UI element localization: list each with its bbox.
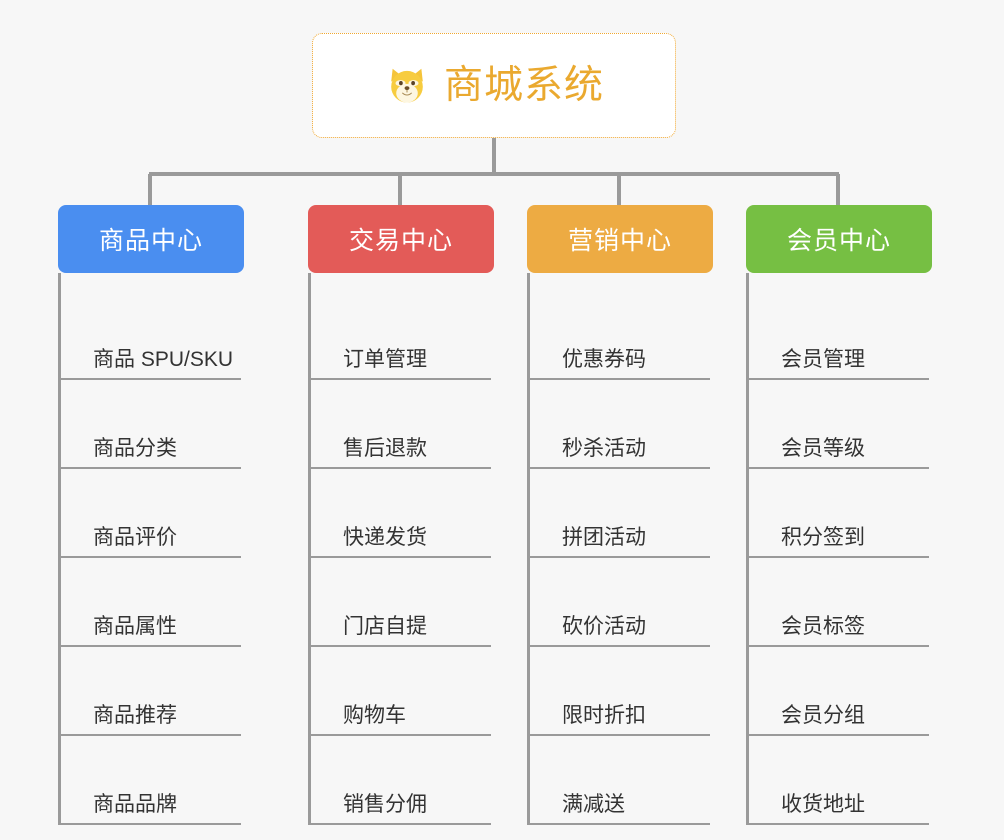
branch-header-marketing[interactable]: 营销中心	[527, 205, 713, 273]
leaf-item-label: 满减送	[562, 792, 625, 816]
shiba-dog-face-icon	[391, 68, 423, 103]
leaf-item-label: 快递发货	[343, 525, 427, 549]
branch-items-product: 商品 SPU/SKU 商品分类 商品评价 商品属性 商品推荐 商品品牌	[58, 273, 241, 825]
leaf-item-label: 商品属性	[93, 614, 177, 638]
branch-header-label: 营销中心	[567, 227, 672, 255]
leaf-item-label: 拼团活动	[562, 525, 646, 549]
leaf-item[interactable]: 收货地址	[749, 736, 929, 825]
leaf-item[interactable]: 限时折扣	[530, 647, 710, 736]
leaf-item[interactable]: 商品品牌	[61, 736, 241, 825]
leaf-item[interactable]: 秒杀活动	[530, 380, 710, 469]
leaf-item[interactable]: 订单管理	[311, 291, 491, 380]
leaf-item-label: 订单管理	[343, 347, 427, 371]
leaf-item[interactable]: 会员等级	[749, 380, 929, 469]
leaf-item-label: 会员分组	[781, 703, 865, 727]
branch-header-product[interactable]: 商品中心	[58, 205, 244, 273]
branch-header-label: 交易中心	[348, 227, 453, 255]
leaf-item-label: 商品推荐	[93, 703, 177, 727]
leaf-item[interactable]: 会员标签	[749, 558, 929, 647]
root-title: 商城系统	[443, 64, 604, 107]
leaf-item[interactable]: 门店自提	[311, 558, 491, 647]
leaf-item[interactable]: 商品评价	[61, 469, 241, 558]
leaf-item-label: 秒杀活动	[562, 436, 646, 460]
leaf-item[interactable]: 商品推荐	[61, 647, 241, 736]
leaf-item[interactable]: 售后退款	[311, 380, 491, 469]
leaf-item-label: 销售分佣	[343, 792, 427, 816]
leaf-item[interactable]: 拼团活动	[530, 469, 710, 558]
leaf-item[interactable]: 优惠券码	[530, 291, 710, 380]
branch-column-trade: 交易中心 订单管理 售后退款 快递发货 门店自提 购物车	[308, 205, 494, 825]
leaf-item[interactable]: 快递发货	[311, 469, 491, 558]
branch-items-member: 会员管理 会员等级 积分签到 会员标签 会员分组 收货地址	[746, 273, 929, 825]
leaf-item-label: 优惠券码	[562, 347, 646, 371]
leaf-item-label: 商品评价	[93, 525, 177, 549]
leaf-item[interactable]: 商品分类	[61, 380, 241, 469]
branch-column-product: 商品中心 商品 SPU/SKU 商品分类 商品评价 商品属性 商品推荐	[58, 205, 244, 825]
leaf-item[interactable]: 商品 SPU/SKU	[61, 291, 241, 380]
leaf-item-label: 商品 SPU/SKU	[93, 347, 234, 371]
leaf-item[interactable]: 会员分组	[749, 647, 929, 736]
branch-column-marketing: 营销中心 优惠券码 秒杀活动 拼团活动 砍价活动 限时折扣	[527, 205, 713, 825]
root-node[interactable]: 商城系统	[312, 33, 676, 138]
leaf-item[interactable]: 满减送	[530, 736, 710, 825]
leaf-item-label: 限时折扣	[562, 703, 646, 727]
leaf-item[interactable]: 砍价活动	[530, 558, 710, 647]
leaf-item-label: 购物车	[343, 703, 406, 727]
leaf-item[interactable]: 商品属性	[61, 558, 241, 647]
branch-header-label: 商品中心	[98, 227, 203, 255]
leaf-item-label: 会员标签	[781, 614, 865, 638]
leaf-item[interactable]: 购物车	[311, 647, 491, 736]
leaf-item[interactable]: 会员管理	[749, 291, 929, 380]
leaf-item-label: 会员管理	[781, 347, 865, 371]
leaf-item[interactable]: 销售分佣	[311, 736, 491, 825]
leaf-item-label: 商品分类	[93, 436, 177, 460]
leaf-item-label: 商品品牌	[93, 792, 177, 816]
leaf-item[interactable]: 积分签到	[749, 469, 929, 558]
leaf-item-label: 砍价活动	[562, 614, 646, 638]
leaf-item-label: 积分签到	[781, 525, 865, 549]
leaf-item-label: 会员等级	[781, 436, 865, 460]
branch-header-label: 会员中心	[786, 227, 891, 255]
branch-column-member: 会员中心 会员管理 会员等级 积分签到 会员标签 会员分组	[746, 205, 932, 825]
leaf-item-label: 门店自提	[343, 614, 427, 638]
branch-header-member[interactable]: 会员中心	[746, 205, 932, 273]
branch-items-marketing: 优惠券码 秒杀活动 拼团活动 砍价活动 限时折扣 满减送	[527, 273, 710, 825]
branch-items-trade: 订单管理 售后退款 快递发货 门店自提 购物车 销售分佣	[308, 273, 491, 825]
branch-header-trade[interactable]: 交易中心	[308, 205, 494, 273]
leaf-item-label: 售后退款	[343, 436, 427, 460]
leaf-item-label: 收货地址	[781, 792, 865, 816]
